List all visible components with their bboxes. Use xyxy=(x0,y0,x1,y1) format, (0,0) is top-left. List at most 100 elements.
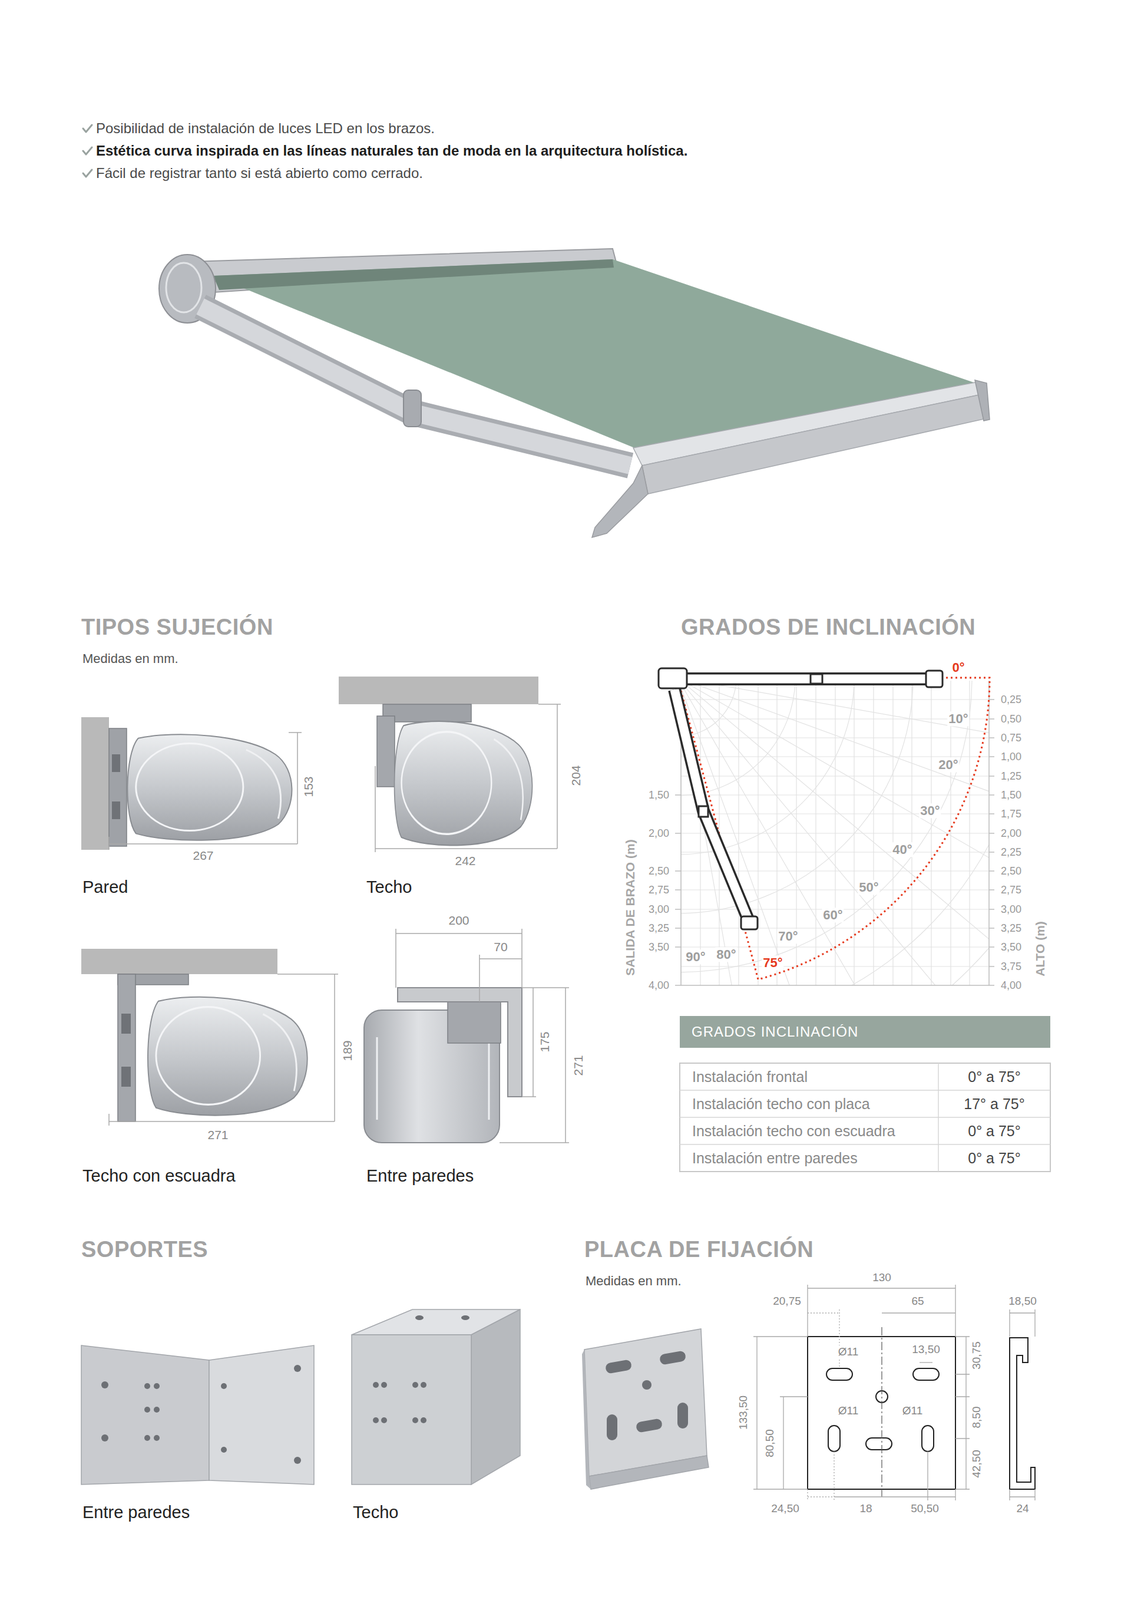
caption: Techo xyxy=(351,1502,400,1522)
bracket-ceiling-mount-drawing xyxy=(81,948,339,1126)
axis-value: 0,25 xyxy=(999,693,1023,706)
dimension: 42,50 xyxy=(970,1447,984,1479)
section-heading: SOPORTES xyxy=(80,1236,210,1263)
dimension: 70 xyxy=(492,939,509,954)
dimension: 133,50 xyxy=(736,1393,750,1431)
axis-value: 1,25 xyxy=(999,769,1023,783)
table-cell: 0° a 75° xyxy=(966,1149,1023,1167)
dimension: Ø11 xyxy=(901,1403,925,1417)
axis-value: 3,25 xyxy=(647,921,671,935)
dimension: 80,50 xyxy=(763,1427,777,1458)
section-heading: TIPOS SUJECIÓN xyxy=(80,614,275,641)
check-marks xyxy=(83,124,92,177)
caption: Entre paredes xyxy=(81,1502,191,1522)
table-cell: 0° a 75° xyxy=(966,1067,1023,1086)
dimension: Ø11 xyxy=(837,1344,861,1358)
dimension: 65 xyxy=(910,1294,925,1308)
angle-label: 70° xyxy=(776,928,799,944)
between-walls-drawing xyxy=(364,928,570,1143)
table-header-text: GRADOS INCLINACIÓN xyxy=(691,1023,859,1040)
axis-value: 1,75 xyxy=(999,807,1023,820)
angle-label: 80° xyxy=(715,946,737,962)
table-cell: Instalación frontal xyxy=(690,1067,809,1086)
dimension: 24,50 xyxy=(769,1501,801,1515)
table-cell: 0° a 75° xyxy=(966,1122,1023,1140)
caption: Techo con escuadra xyxy=(81,1165,237,1186)
dimension: 8,50 xyxy=(970,1404,984,1430)
ceiling-bracket xyxy=(351,1308,521,1484)
axis-value: 2,25 xyxy=(999,845,1023,859)
axis-value: 1,50 xyxy=(999,788,1023,802)
axis-value: 2,50 xyxy=(999,864,1023,878)
axis-value: 4,00 xyxy=(999,979,1023,992)
dimension: 175 xyxy=(537,1029,552,1053)
angle-label: 10° xyxy=(947,710,970,726)
angle-label: 75° xyxy=(761,954,784,970)
dimension: 267 xyxy=(191,848,215,863)
axis-value: 3,75 xyxy=(999,960,1023,973)
dimension: 30,75 xyxy=(970,1339,984,1371)
dimension: 189 xyxy=(340,1038,355,1062)
table-header: GRADOS INCLINACIÓN xyxy=(679,1015,1051,1048)
inclination-chart xyxy=(265,265,1131,1142)
angle-label: 90° xyxy=(684,948,707,964)
axis-value: 3,00 xyxy=(647,903,671,916)
axis-value: 1,00 xyxy=(999,750,1023,763)
angle-label: 30° xyxy=(918,802,941,818)
axis-value: 2,50 xyxy=(647,864,671,878)
angle-label: 20° xyxy=(937,756,959,772)
feature-bullet: Estética curva inspirada en las líneas n… xyxy=(94,142,689,160)
ceiling-mount-drawing xyxy=(338,676,561,852)
table-cell: Instalación techo con escuadra xyxy=(690,1122,897,1140)
section-heading: GRADOS DE INCLINACIÓN xyxy=(679,614,977,641)
dimension: 24 xyxy=(1014,1501,1030,1515)
between-walls-bracket xyxy=(81,1344,314,1484)
axis-value: 2,00 xyxy=(647,827,671,840)
dimension: 13,50 xyxy=(910,1342,942,1356)
axis-value: 3,50 xyxy=(647,940,671,954)
axis-value: 1,50 xyxy=(647,788,671,802)
dimension: 50,50 xyxy=(909,1501,941,1515)
feature-bullet: Posibilidad de instalación de luces LED … xyxy=(94,120,436,137)
axis-value: 3,25 xyxy=(999,921,1023,935)
dimension: 18 xyxy=(858,1501,873,1515)
unit-note: Medidas en mm. xyxy=(81,650,180,666)
wall-mount-drawing xyxy=(81,716,302,850)
angle-label: 60° xyxy=(821,907,844,922)
axis-value: 2,75 xyxy=(647,883,671,896)
awning-illustration xyxy=(159,248,990,538)
section-heading: PLACA DE FIJACIÓN xyxy=(583,1236,815,1263)
axis-value: 0,75 xyxy=(999,731,1023,744)
dimension: 18,50 xyxy=(1007,1294,1038,1308)
caption: Techo xyxy=(365,877,413,897)
inclination-table-grid xyxy=(679,1062,1051,1172)
dimension: 242 xyxy=(453,853,477,868)
axis-value: 2,00 xyxy=(999,827,1023,840)
dimension: 271 xyxy=(571,1053,586,1077)
fixing-plate-photo xyxy=(581,1328,709,1489)
dimension: 271 xyxy=(206,1127,230,1142)
axis-value: 3,50 xyxy=(999,940,1023,954)
dimension: 153 xyxy=(301,774,316,798)
axis-value: 2,75 xyxy=(999,883,1023,896)
fixing-plate-drawing xyxy=(753,1284,1035,1500)
table-cell: Instalación entre paredes xyxy=(690,1149,859,1167)
caption: Pared xyxy=(81,877,130,897)
axis-title: SALIDA DE BRAZO (m) xyxy=(623,837,638,977)
angle-label: 0° xyxy=(950,659,966,675)
table-cell: 17° a 75° xyxy=(962,1095,1026,1113)
table-cell: Instalación techo con placa xyxy=(690,1095,872,1113)
dimension: 130 xyxy=(871,1270,893,1284)
unit-note: Medidas en mm. xyxy=(584,1272,683,1288)
feature-bullet: Fácil de registrar tanto si está abierto… xyxy=(94,164,425,182)
dimension: 20,75 xyxy=(771,1294,803,1308)
dimension: Ø11 xyxy=(837,1403,861,1417)
axis-value: 4,00 xyxy=(647,979,671,992)
angle-label: 40° xyxy=(891,841,914,857)
axis-value: 3,00 xyxy=(999,903,1023,916)
dimension: 200 xyxy=(447,913,471,928)
angle-label: 50° xyxy=(857,879,880,895)
caption: Entre paredes xyxy=(365,1165,475,1186)
